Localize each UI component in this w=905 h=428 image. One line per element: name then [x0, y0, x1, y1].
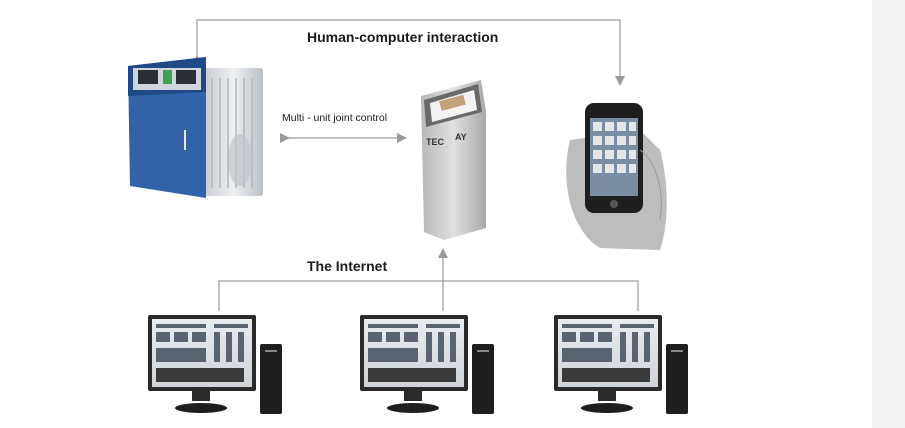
the-internet-label: The Internet: [307, 258, 388, 274]
kiosk-brand-text: TEC: [426, 137, 445, 147]
smartphone-in-hand: [566, 103, 667, 250]
internet-bus-line: [218, 280, 639, 311]
boiler-unit: [128, 57, 263, 198]
workstation-center: [360, 315, 494, 414]
workstation-left: [148, 315, 282, 414]
workstation-right: [554, 315, 688, 414]
right-gutter: [872, 0, 905, 428]
hci-arrow: [192, 19, 625, 86]
kiosk-brand-suffix-text: AY: [455, 132, 467, 142]
kiosk-terminal: TEC AY: [421, 80, 486, 240]
connector-lines: [192, 19, 639, 311]
multi-unit-joint-control-label: Multi - unit joint control: [282, 112, 388, 124]
human-computer-interaction-label: Human-computer interaction: [307, 29, 499, 45]
